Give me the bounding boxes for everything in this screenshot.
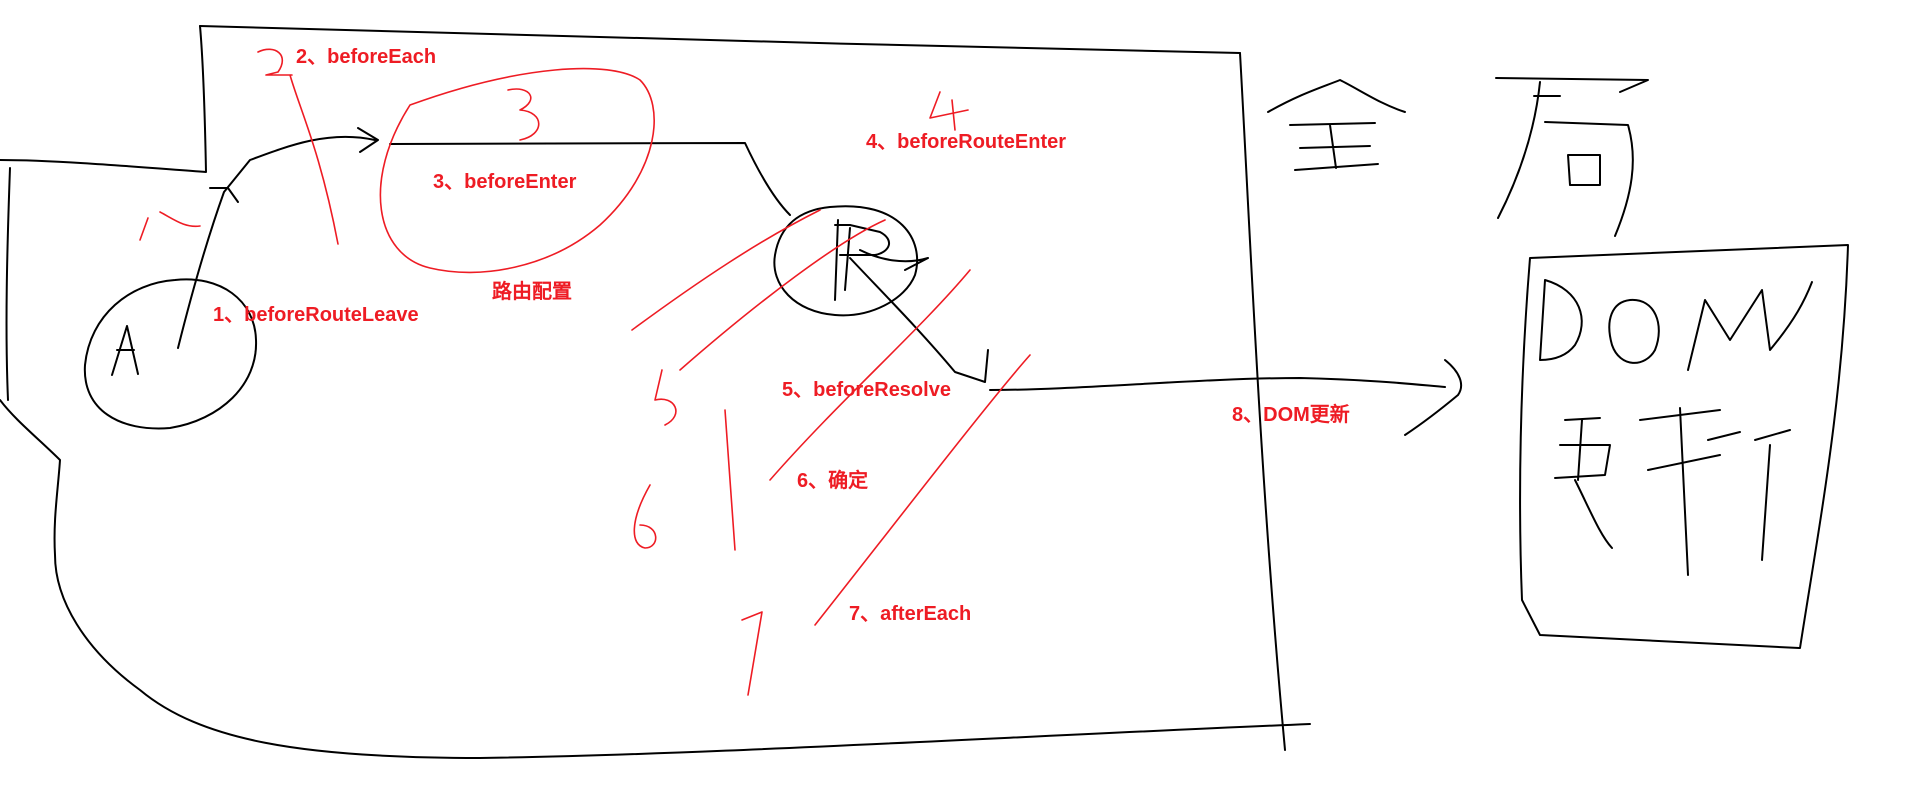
handwritten-5: [654, 369, 677, 426]
arrow-to-dom-head: [1404, 359, 1463, 436]
label-before-route-enter: 4、beforeRouteEnter: [866, 131, 1067, 153]
label-before-route-leave: 1、beforeRouteLeave: [213, 304, 419, 326]
label-before-each: 2、beforeEach: [296, 46, 437, 68]
strike-line-5: [724, 409, 736, 551]
label-confirm: 6、确定: [797, 470, 869, 492]
component-to-resolve-line: [849, 257, 989, 383]
dom-box-text-o: [1608, 298, 1660, 364]
arrow-a-to-config-head: [357, 127, 379, 153]
dom-box-text-d: [1539, 279, 1583, 361]
handwritten-6: [633, 484, 657, 549]
node-a-circle: [83, 278, 258, 430]
strike-line-3: [769, 269, 971, 481]
global-region-right-edge: [1239, 52, 1286, 751]
label-before-enter: 3、beforeEnter: [433, 171, 577, 193]
handwritten-7: [741, 611, 763, 696]
node-a-letter-stroke: [111, 325, 139, 376]
arrow-to-dom-shaft: [989, 377, 1446, 391]
global-region-top-edge: [199, 25, 1241, 54]
arrow-a-to-config-head2: [209, 187, 239, 203]
global-region-left-edge: [5, 167, 11, 401]
dom-box-text-xin: [1639, 407, 1791, 576]
quan-glyph: [1267, 79, 1406, 171]
node-a-label: A: [1900, 0, 1901, 1]
handwritten-3: [507, 88, 540, 141]
strike-line-2: [679, 219, 886, 371]
ju-glyph: [1495, 77, 1649, 237]
component-scribble-inner: [834, 219, 929, 301]
strike-line-4: [814, 354, 1031, 626]
config-to-component-line: [389, 142, 791, 216]
handwritten-4: [929, 91, 969, 131]
label-before-resolve: 5、beforeResolve: [782, 379, 951, 401]
label-after-each: 7、afterEach: [849, 603, 972, 625]
label-route-config: 路由配置: [492, 281, 572, 303]
dom-box-outline: [1519, 244, 1849, 649]
dom-box-text-m: [1687, 281, 1813, 371]
arrow-a-to-config-shaft: [177, 135, 376, 349]
route-config-circle: [379, 67, 655, 274]
component-scribble: [773, 205, 919, 317]
global-region-bottom-edge: [0, 399, 1311, 759]
dom-box-text-geng: [1554, 417, 1613, 549]
strike-line-1: [631, 209, 821, 331]
global-region-outline: [0, 25, 207, 173]
handwritten-1: [139, 211, 201, 241]
handwritten-2: [257, 48, 339, 245]
label-dom-update: 8、DOM更新: [1232, 404, 1350, 426]
